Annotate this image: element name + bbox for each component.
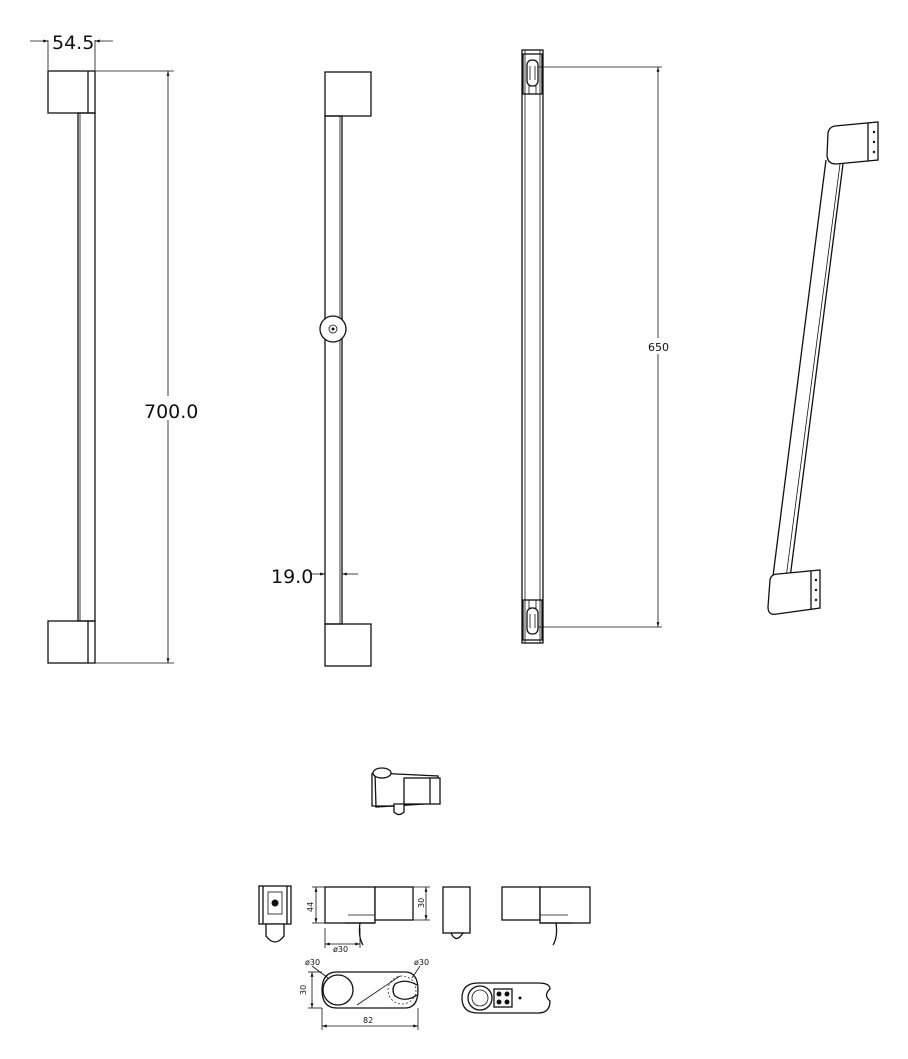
- width-dimension-label: 54.5: [52, 32, 94, 54]
- holder-rear-view: [501, 886, 591, 946]
- height-dimension-label: 700.0: [144, 401, 198, 423]
- fixing-centres-label: 650: [648, 341, 669, 354]
- holder-side-view: [442, 886, 471, 940]
- isometric-rail-view: [767, 121, 879, 615]
- handset-holder-3d: [371, 767, 441, 816]
- top-bracket: [47, 70, 96, 114]
- rear-elevation-view: 650: [521, 49, 670, 644]
- rail: [77, 112, 96, 622]
- holder-underside-view: [461, 982, 551, 1014]
- rail: [324, 115, 343, 625]
- holder-height-label: 44: [306, 902, 315, 912]
- bottom-bracket: [324, 623, 372, 667]
- holder-top-view: ø30 ø30 30 82: [299, 958, 429, 1030]
- holder-side-label: 30: [417, 898, 426, 908]
- holder-bore-label-b: ø30: [305, 958, 320, 967]
- holder-length-label: 82: [363, 1016, 373, 1025]
- holder-bore-label-c: ø30: [414, 958, 429, 967]
- front-elevation-view: 54.5 700.0: [30, 32, 198, 664]
- holder-front-view: 44 30 ø30: [306, 886, 430, 954]
- rail-diameter-label: 19.0: [271, 566, 313, 588]
- holder-bore-label-a: ø30: [333, 945, 348, 954]
- rail-back: [521, 49, 544, 644]
- holder-end-view: [258, 885, 292, 943]
- bottom-bracket: [47, 620, 96, 664]
- side-elevation-view: 19.0: [271, 71, 372, 667]
- holder-depth-label: 30: [299, 985, 308, 995]
- top-bracket: [324, 71, 372, 117]
